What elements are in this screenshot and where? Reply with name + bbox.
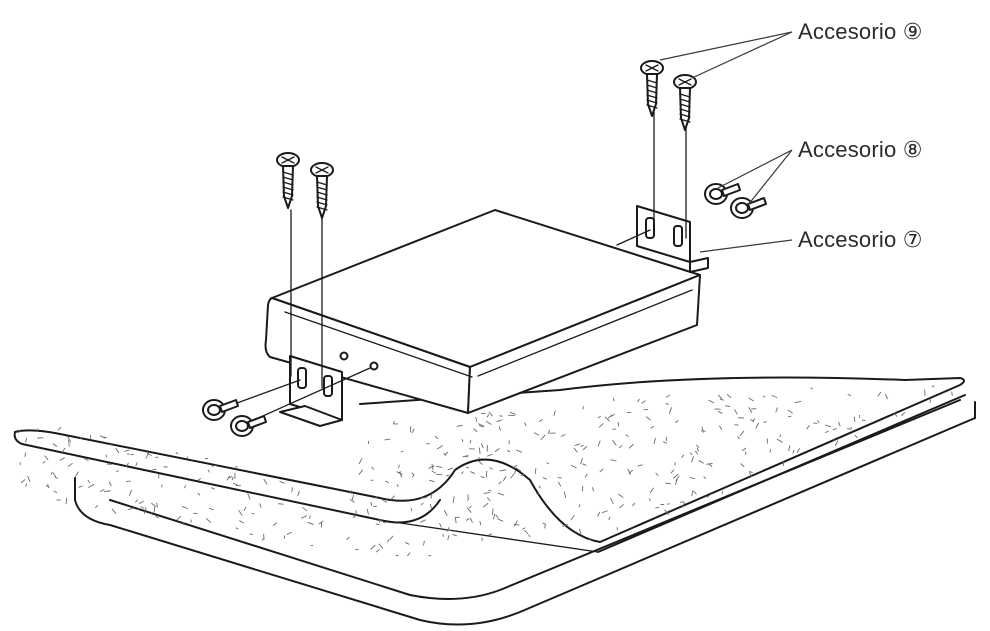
mounting-surface: [13, 376, 976, 626]
leader-9-a: [659, 31, 793, 61]
bracket-left-icon: [279, 355, 343, 427]
guide-bolt-right-1: [616, 229, 651, 246]
callout-accessory-8: Accesorio ⑧: [798, 137, 923, 162]
screws-group: [276, 60, 697, 219]
screw-icon: [673, 74, 697, 131]
carpet-fold-line: [379, 519, 599, 553]
bracket-left-foot: [279, 405, 343, 427]
bolt-icon: [230, 415, 267, 437]
bolt-icon: [202, 399, 239, 421]
bracket-left-slot-2: [323, 375, 333, 397]
surface-underside: [74, 417, 976, 626]
bolts-group: [202, 183, 767, 437]
bracket-right-icon: [636, 205, 709, 273]
callout-leaders: [659, 31, 793, 253]
screw-icon: [276, 152, 300, 209]
bracket-right-slot-2: [673, 225, 683, 247]
box-edge-highlight: [284, 311, 473, 378]
screw-icon: [640, 60, 664, 117]
leader-9-b: [691, 31, 793, 79]
bracket-right-foot: [689, 257, 709, 273]
carpet-top: [14, 376, 965, 543]
box-front-face: [264, 297, 471, 414]
box-edge-highlight-2: [477, 289, 693, 377]
bolt-icon: [704, 183, 741, 205]
bolt-icon: [730, 197, 767, 219]
guide-bolt-left-2: [244, 367, 371, 425]
callout-accessory-9: Accesorio ⑨: [798, 19, 923, 44]
mount-hole-2: [369, 361, 379, 371]
screw-icon: [310, 162, 334, 219]
panel-inner-edge: [109, 399, 961, 600]
bracket-right-slot-1: [645, 217, 655, 239]
leader-8-a: [717, 149, 793, 189]
callout-accessory-7: Accesorio ⑦: [798, 227, 923, 252]
leader-7: [699, 239, 793, 253]
mount-hole-1: [339, 351, 349, 361]
carpet-texture: [17, 385, 953, 557]
leader-8-b: [747, 149, 793, 206]
bracket-left-slot-1: [297, 367, 307, 389]
unit-box: [264, 209, 701, 414]
